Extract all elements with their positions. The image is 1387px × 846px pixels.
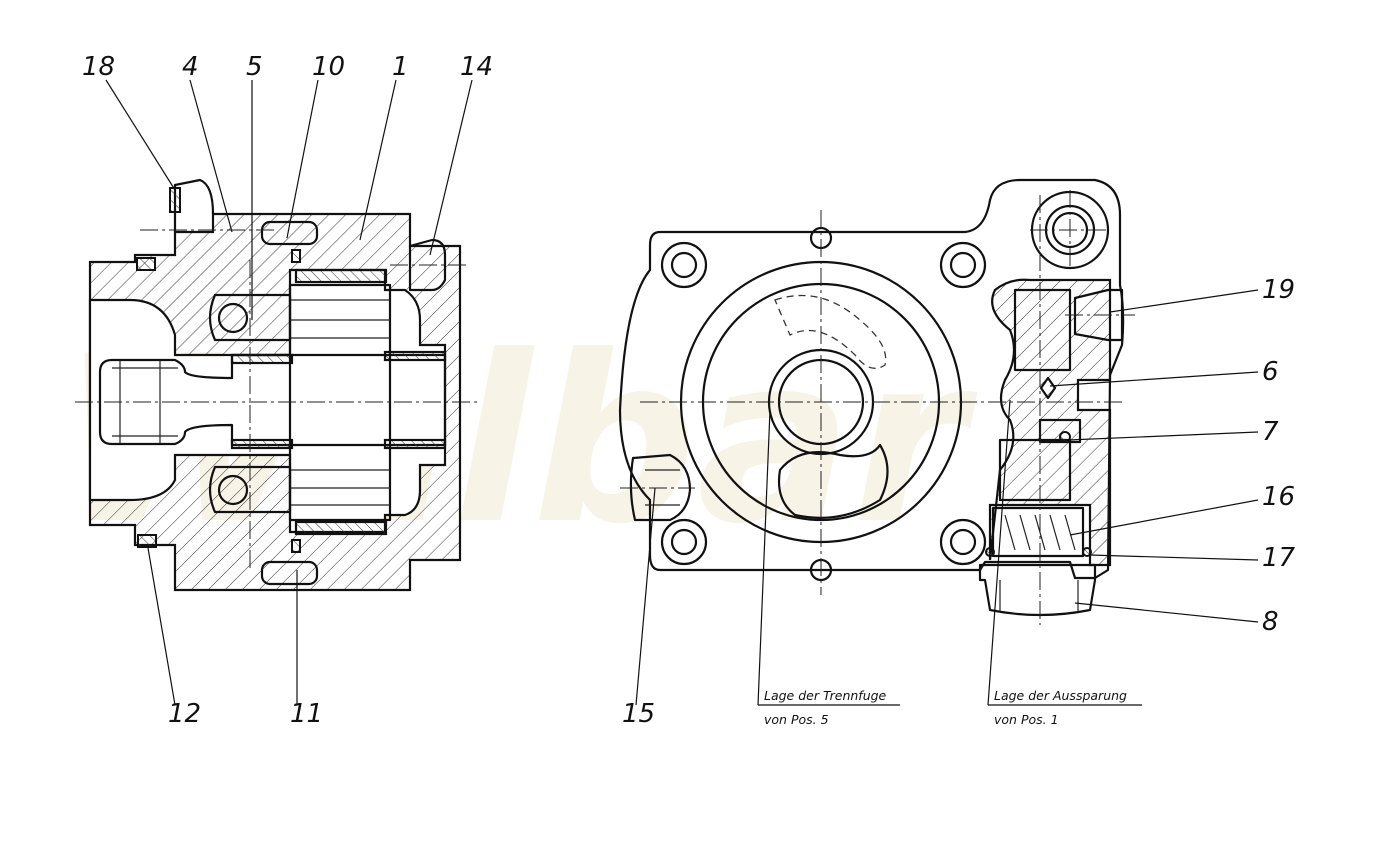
callout-14: 14: [460, 52, 493, 82]
callout-11: 11: [290, 699, 323, 729]
callout-1: 1: [392, 52, 409, 82]
leader-lines: [105, 79, 1259, 706]
note-aussparung-line1: Lage der Aussparung: [994, 688, 1127, 703]
callout-8: 8: [1262, 607, 1279, 637]
callout-16: 16: [1262, 482, 1295, 512]
notes: Lage der Trennfuge von Pos. 5 Lage der A…: [764, 688, 1127, 727]
callouts: 18 4 5 10 1 14 12 11 15 19 6 7 16 17 8: [82, 52, 1296, 729]
callout-6: 6: [1262, 357, 1279, 387]
callout-19: 19: [1262, 275, 1295, 305]
callout-4: 4: [182, 52, 199, 82]
note-trennfuge-line2: von Pos. 5: [764, 712, 829, 727]
callout-18: 18: [82, 52, 115, 82]
callout-10: 10: [312, 52, 345, 82]
note-aussparung-line2: von Pos. 1: [994, 712, 1059, 727]
section-view: [75, 178, 478, 592]
callout-15: 15: [622, 699, 655, 729]
callout-17: 17: [1262, 543, 1296, 573]
callout-7: 7: [1262, 417, 1279, 447]
callout-12: 12: [168, 699, 201, 729]
callout-5: 5: [246, 52, 263, 82]
note-trennfuge-line1: Lage der Trennfuge: [764, 688, 887, 703]
